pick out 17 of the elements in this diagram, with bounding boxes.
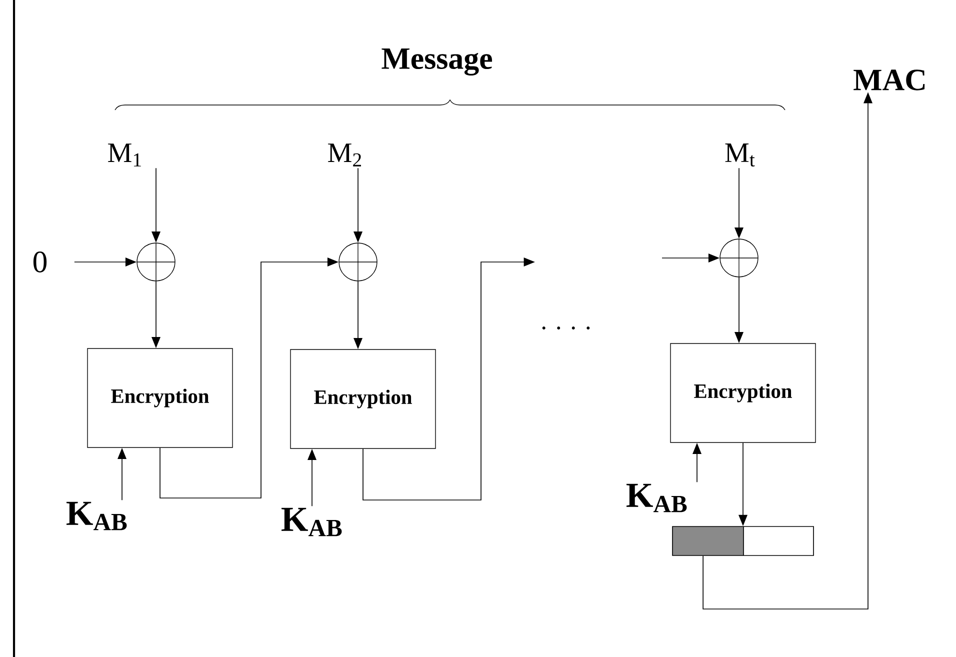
- output-label: MAC: [854, 70, 925, 90]
- encryption-box: Encryption: [290, 349, 436, 449]
- key-label: K$_{AB}$: [626, 484, 687, 512]
- xor-symbol: [136, 242, 176, 282]
- block-label: M$_{1}$: [108, 144, 141, 166]
- block-label: M$_{2}$: [328, 144, 361, 166]
- block-label: M$_{t}$: [725, 144, 755, 166]
- xor-symbol: [338, 242, 378, 282]
- register-bar: [672, 526, 814, 556]
- key-label: K$_{AB}$: [282, 508, 342, 536]
- brace-label: Message: [382, 48, 492, 76]
- initial-value: 0: [33, 252, 47, 272]
- encryption-box: Encryption: [87, 348, 233, 448]
- ellipsis: . . . .: [542, 326, 590, 330]
- xor-symbol: [720, 238, 758, 278]
- encryption-box: Encryption: [670, 343, 816, 443]
- key-label: K$_{AB}$: [66, 502, 127, 530]
